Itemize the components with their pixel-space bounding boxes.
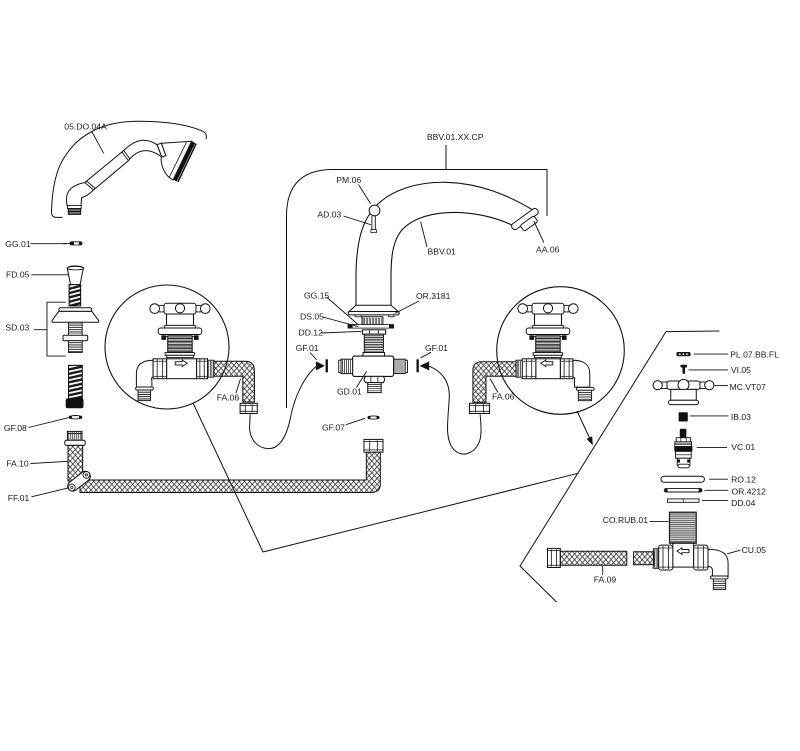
svg-text:GF.01: GF.01 (296, 343, 319, 353)
svg-text:AA.06: AA.06 (536, 244, 560, 254)
svg-text:BBV.01.XX.CP: BBV.01.XX.CP (427, 132, 484, 142)
svg-text:DD.12: DD.12 (299, 328, 324, 338)
svg-text:BBV.01: BBV.01 (428, 247, 457, 257)
svg-text:VI.05: VI.05 (731, 365, 751, 375)
svg-text:PL.07.BB.FL: PL.07.BB.FL (730, 349, 779, 359)
svg-text:VC.01: VC.01 (731, 442, 755, 452)
svg-text:GG.15: GG.15 (304, 291, 330, 301)
svg-text:IB.03: IB.03 (731, 412, 751, 422)
svg-text:FF.01: FF.01 (8, 493, 30, 503)
svg-text:FA.09: FA.09 (594, 574, 617, 584)
svg-text:GD.01: GD.01 (337, 387, 362, 397)
svg-text:GF.01: GF.01 (425, 343, 448, 353)
svg-text:CU.05: CU.05 (742, 545, 767, 555)
svg-text:CO.RUB.01: CO.RUB.01 (603, 515, 649, 525)
svg-text:GG.01: GG.01 (5, 239, 31, 249)
svg-text:FD.05: FD.05 (6, 270, 30, 280)
svg-text:AD.03: AD.03 (317, 210, 341, 220)
svg-text:GF.08: GF.08 (4, 423, 27, 433)
svg-text:SD.03: SD.03 (5, 322, 29, 332)
svg-text:FA.06: FA.06 (217, 392, 240, 402)
svg-text:OR.4212: OR.4212 (732, 487, 767, 497)
svg-text:MC.VT07: MC.VT07 (730, 382, 767, 392)
svg-text:DS.05: DS.05 (300, 312, 324, 322)
svg-text:FA.06: FA.06 (492, 391, 515, 401)
svg-text:GF.07: GF.07 (322, 422, 345, 432)
svg-text:DD.04: DD.04 (731, 498, 756, 508)
svg-text:RO.12: RO.12 (731, 474, 756, 484)
svg-text:OR.3181: OR.3181 (416, 291, 451, 301)
svg-text:PM.06: PM.06 (336, 175, 361, 185)
svg-text:FA.10: FA.10 (6, 459, 29, 469)
svg-text:05.DO.04A: 05.DO.04A (64, 121, 107, 131)
